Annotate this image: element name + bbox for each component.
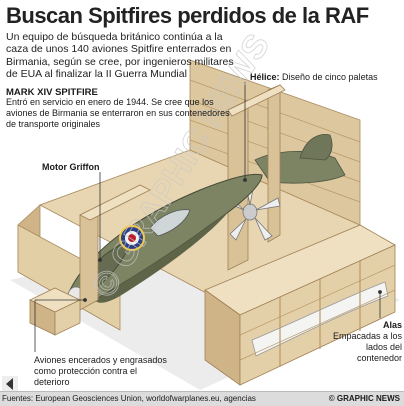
callout-alas: Alas Empacadas a los lados del contenedo… xyxy=(326,320,402,364)
wings-crate xyxy=(204,224,396,386)
callout-helice: Hélice: Diseño de cinco paletas xyxy=(250,72,378,83)
callout-helice-text: Diseño de cinco paletas xyxy=(279,72,378,82)
leader-lines xyxy=(34,82,382,352)
raf-roundel xyxy=(119,225,145,251)
footer-sources: Fuentes: European Geosciences Union, wor… xyxy=(2,394,256,403)
plane-tail-fin xyxy=(299,133,333,161)
callout-helice-label: Hélice: xyxy=(250,72,280,82)
callout-alas-label: Alas xyxy=(382,320,402,330)
callout-alas-text: Empacadas a los lados del contenedor xyxy=(332,331,402,363)
callout-aviones: Aviones encerados y engrasados como prot… xyxy=(34,355,167,387)
plane-canopy xyxy=(149,209,191,237)
back-arrow-icon[interactable] xyxy=(2,376,18,392)
section-title: MARK XIV SPITFIRE xyxy=(6,87,98,98)
front-frame xyxy=(79,184,151,311)
callout-motor: Motor Griffon xyxy=(42,162,100,172)
section-text: Entró en servicio en enero de 1944. Se c… xyxy=(6,97,230,129)
plane-fuselage-shade xyxy=(95,210,230,303)
footer: Fuentes: European Geosciences Union, wor… xyxy=(0,391,404,406)
intro-text: Un equipo de búsqueda británico continúa… xyxy=(6,31,234,81)
page-title: Buscan Spitfires perdidos de la RAF xyxy=(6,3,369,28)
footer-copyright: © GRAPHIC NEWS xyxy=(328,394,400,403)
